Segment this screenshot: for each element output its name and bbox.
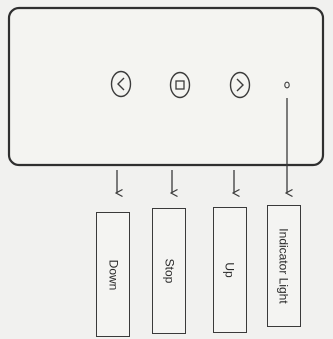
chevron-right-icon <box>236 78 244 92</box>
stop-button[interactable] <box>169 71 191 99</box>
down-button[interactable] <box>110 70 132 98</box>
up-button[interactable] <box>229 71 251 99</box>
stop-label-box: Stop <box>152 208 186 334</box>
control-panel <box>7 6 325 167</box>
stop-label: Stop <box>162 258 176 284</box>
up-label: Up <box>223 262 237 278</box>
indicator-label: Indicator Light <box>277 228 292 304</box>
up-label-box: Up <box>213 207 247 333</box>
indicator-light-icon <box>284 81 290 89</box>
down-label: Down <box>106 259 120 290</box>
down-label-box: Down <box>96 212 130 337</box>
stop-square-icon <box>175 80 185 90</box>
chevron-left-icon <box>117 77 125 91</box>
indicator-label-box: Indicator Light <box>267 205 301 327</box>
